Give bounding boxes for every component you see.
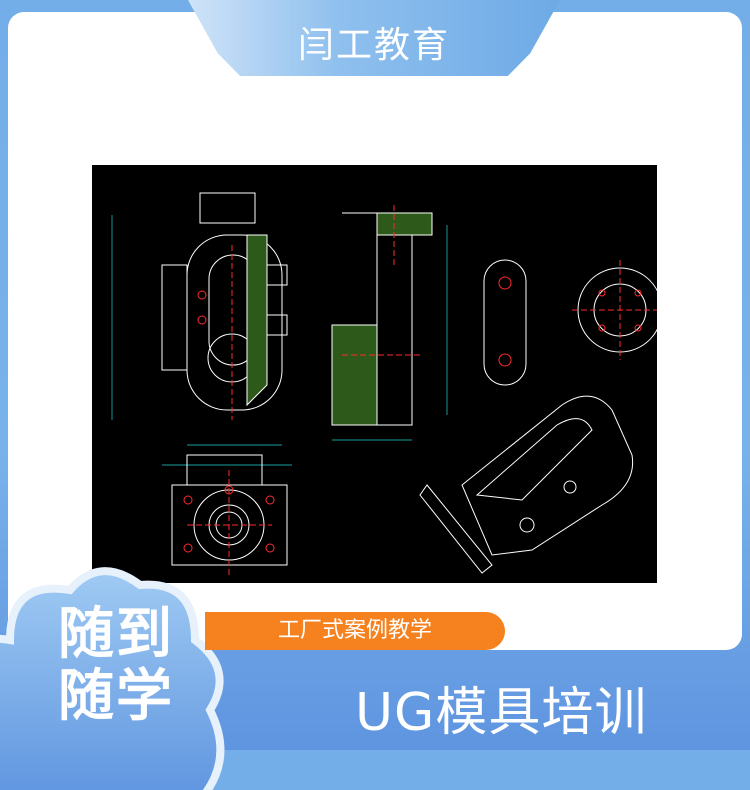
slogan: 随到 随学 bbox=[58, 604, 174, 728]
isometric-view bbox=[419, 395, 634, 574]
front-view bbox=[111, 192, 292, 466]
cloud-badge bbox=[0, 567, 225, 790]
slogan-line-2: 随学 bbox=[58, 664, 174, 729]
brand-title: 闫工教育 bbox=[297, 25, 450, 66]
course-title: UG模具培训 bbox=[355, 683, 648, 743]
top-view bbox=[171, 454, 288, 575]
flange-view bbox=[572, 260, 663, 360]
slogan-line-1: 随到 bbox=[58, 602, 174, 667]
side-view bbox=[331, 205, 448, 441]
tagline-banner: 工厂式案例教学 bbox=[205, 612, 505, 650]
brand-tab bbox=[188, 0, 560, 76]
link-view bbox=[483, 259, 527, 386]
cad-drawing-image bbox=[92, 165, 663, 583]
